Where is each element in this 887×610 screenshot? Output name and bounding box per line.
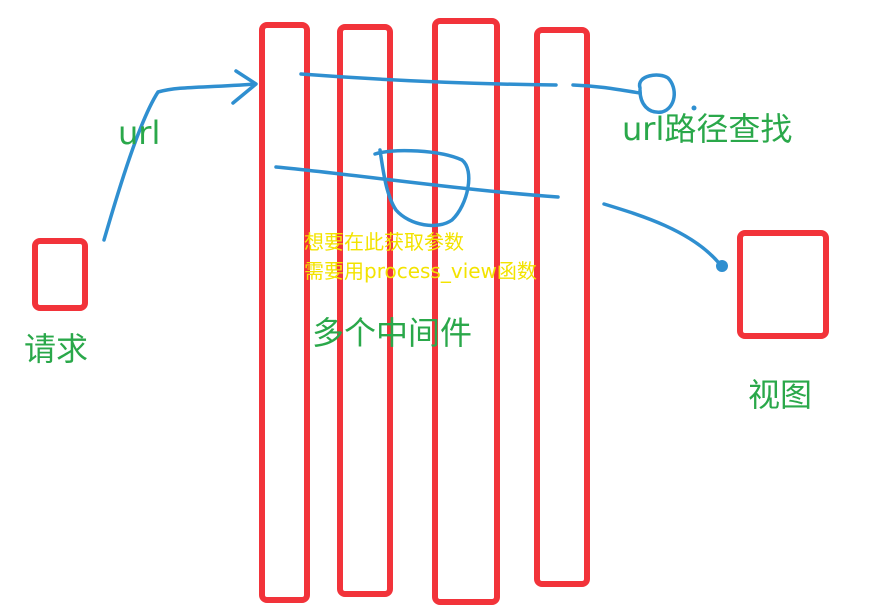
middleware-bar-3 — [432, 18, 500, 605]
middleware-bar-2 — [337, 24, 393, 597]
view-box — [737, 230, 829, 339]
flow-line-top — [299, 72, 558, 87]
url-label: url — [118, 114, 160, 152]
middleware-bar-4 — [534, 27, 590, 587]
url-arrow-head — [231, 69, 258, 105]
to-view-dot — [716, 260, 728, 272]
process-view-circle — [373, 148, 471, 228]
note-line-1: 想要在此获取参数 — [304, 230, 464, 254]
request-box — [32, 238, 88, 311]
flow-line-middle — [274, 165, 560, 199]
view-label: 视图 — [748, 376, 812, 414]
url-lookup-loop — [637, 73, 676, 114]
url-lookup-label: url路径查找 — [622, 110, 792, 148]
middlewares-label: 多个中间件 — [312, 314, 472, 352]
middleware-bar-1 — [259, 22, 310, 603]
flow-line-top-ext — [571, 83, 642, 95]
to-view-line — [602, 202, 720, 264]
request-label: 请求 — [24, 330, 88, 368]
url-lookup-dot — [691, 105, 697, 111]
note-line-2: 需要用process_view函数 — [304, 259, 537, 283]
url-arrow — [102, 82, 257, 242]
